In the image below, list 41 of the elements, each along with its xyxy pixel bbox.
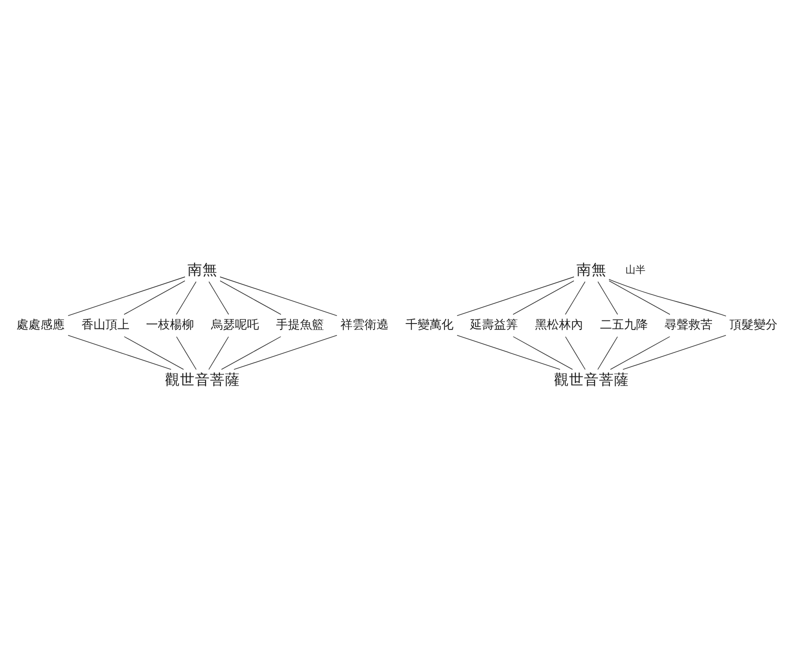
node-text: 延壽益筭	[470, 318, 518, 332]
connector	[608, 280, 670, 315]
node-text: 觀世音菩薩	[164, 371, 240, 388]
label: 山半	[625, 264, 646, 276]
connector	[123, 280, 185, 315]
connector	[610, 336, 670, 370]
connector	[176, 281, 196, 315]
node-text: 南無	[187, 261, 218, 278]
connector	[219, 280, 281, 315]
node-text: 頂髮變分	[729, 318, 778, 332]
connector	[512, 280, 574, 315]
node-text: 香山頂上	[80, 318, 129, 332]
node-text: 手提魚籃	[275, 318, 324, 332]
connector	[622, 334, 726, 370]
node-text: 二五九降	[599, 318, 648, 332]
node-text: 尋聲救苦	[664, 318, 712, 332]
node-text: 一枝楊柳	[146, 318, 194, 332]
connector	[176, 336, 196, 370]
connector	[233, 334, 337, 370]
connector	[456, 276, 574, 316]
connector	[220, 336, 281, 370]
connector	[597, 281, 618, 315]
connector	[208, 281, 228, 315]
node-text: 南無	[576, 261, 606, 278]
connector	[67, 276, 185, 316]
connector	[123, 336, 184, 370]
node-text: 觀世音菩薩	[553, 371, 628, 388]
connector	[512, 336, 572, 370]
connector	[608, 279, 726, 316]
connector	[596, 336, 618, 370]
node-text: 烏瑟呢吒	[210, 318, 258, 332]
connector	[456, 334, 560, 370]
connector	[564, 336, 586, 370]
node-text: 黑松林內	[534, 318, 583, 332]
node-text: 處處感應	[16, 318, 64, 332]
node-text: 祥雲衛遶	[340, 318, 388, 332]
connector	[219, 276, 337, 316]
connector	[208, 336, 228, 370]
connector	[564, 281, 585, 315]
connector	[67, 334, 171, 370]
node-text: 千變萬化	[404, 318, 453, 332]
